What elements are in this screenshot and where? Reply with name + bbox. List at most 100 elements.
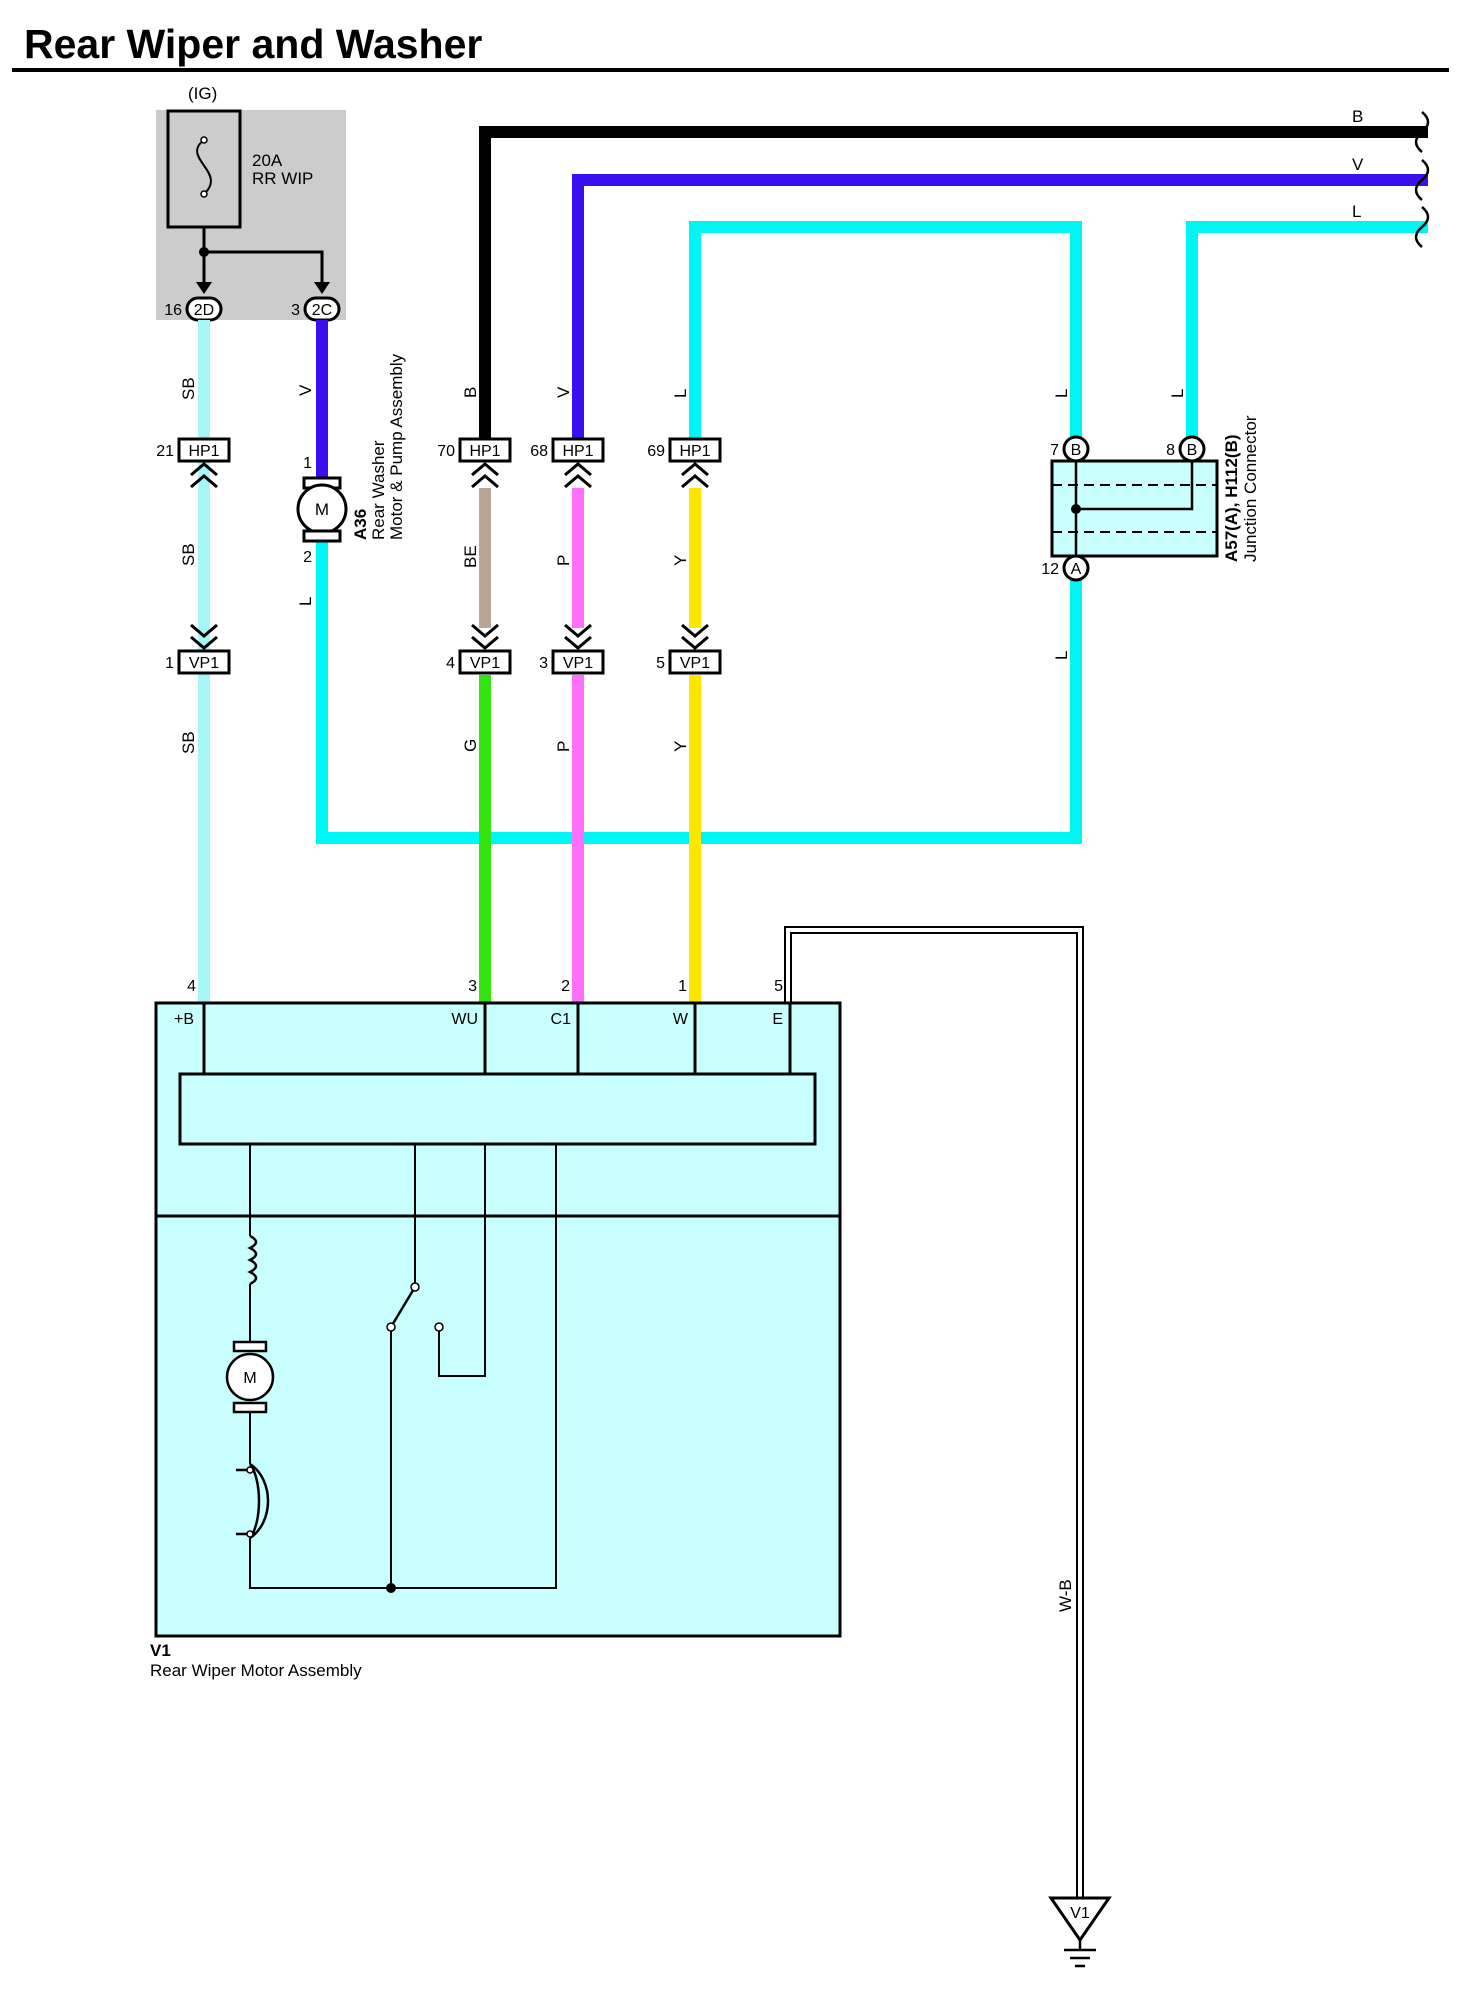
- fuse-rating: 20A: [252, 151, 283, 170]
- vp1-connector: VP1 1: [165, 623, 231, 675]
- wire-label-ground: W-B: [1056, 1579, 1075, 1612]
- switch-contact: [410, 1282, 420, 1292]
- junction-terminal-pin: 7: [1050, 442, 1059, 459]
- connector-chevron-icon: [471, 623, 499, 650]
- internal-wire: [249, 1144, 557, 1589]
- hp1-connector: HP1 69: [647, 437, 722, 489]
- terminal-dot: [246, 1530, 254, 1538]
- splice-dot: [1071, 504, 1081, 514]
- wire-break-icon: [1414, 159, 1430, 201]
- wiper-motor-symbol: M: [243, 1370, 256, 1387]
- wiper-terminal-name: +B: [174, 1011, 194, 1028]
- terminal-dot: [246, 1466, 254, 1474]
- wiper-code: V1: [150, 1641, 171, 1660]
- washer-name-line2: Motor & Pump Assembly: [387, 353, 406, 540]
- wire-label-g: G: [461, 739, 480, 752]
- hp1-connector: HP1 21: [156, 437, 231, 489]
- fuse-box-background: [156, 110, 346, 320]
- wire-label-b: B: [461, 387, 480, 398]
- ground-code: V1: [1070, 1905, 1090, 1922]
- wire-label-sb-low: SB: [179, 731, 198, 754]
- arrow-icon: [314, 282, 330, 294]
- connector-pin: 68: [530, 443, 548, 460]
- wiper-terminal-name: C1: [551, 1011, 572, 1028]
- connector-box: [668, 437, 722, 463]
- circuit-breaker-icon: [236, 1462, 270, 1540]
- junction-code-2c: 2C: [312, 302, 332, 319]
- wiper-terminal-name: WU: [451, 1011, 478, 1028]
- junction-terminal-letter: A: [1071, 561, 1082, 578]
- vp1-connector: VP1 3: [539, 623, 605, 675]
- junction-terminal-pin: 12: [1041, 561, 1059, 578]
- ground-triangle-icon: [1048, 1896, 1112, 1943]
- connector-chevron-icon: [190, 623, 218, 650]
- connector-pin: 4: [446, 655, 455, 672]
- vp1-connector: VP1 5: [656, 623, 722, 675]
- junction-terminal-letter: B: [1071, 442, 1082, 459]
- junction-pin-16: 16: [164, 302, 182, 319]
- internal-wire: [438, 1144, 486, 1377]
- connector-pin: 3: [539, 655, 548, 672]
- connector-box: [177, 437, 231, 463]
- connector-code: HP1: [469, 443, 500, 460]
- fuse-element-icon: [196, 139, 212, 195]
- wiper-control-relay: [178, 1072, 817, 1146]
- junction-code-2d: 2D: [194, 302, 214, 319]
- junction-terminal: [1178, 435, 1206, 463]
- connector-code: VP1: [563, 655, 593, 672]
- wiper-motor-icon: [225, 1352, 275, 1402]
- wire-label-v-washer: V: [296, 384, 315, 396]
- fuse-branch-wire: [204, 250, 324, 288]
- connector-box: [458, 649, 512, 675]
- ground-point: V1: [1048, 1896, 1112, 1968]
- connector-box: [177, 649, 231, 675]
- fuse-terminal-dot: [200, 136, 208, 144]
- connector-code: HP1: [188, 443, 219, 460]
- washer-motor: M 1 2 A36 Rear Washer Motor & Pump Assem…: [296, 353, 406, 566]
- connector-chevron-icon: [681, 462, 709, 489]
- junction-code: A57(A), H112(B): [1222, 434, 1241, 562]
- switch-contact: [434, 1322, 444, 1332]
- connector-box: [551, 437, 605, 463]
- wire-label-be: BE: [461, 545, 480, 568]
- wire-label-p-mid: P: [554, 555, 573, 566]
- junction-name: Junction Connector: [1241, 415, 1260, 562]
- connector-chevron-icon: [471, 462, 499, 489]
- right-edge-label-l: L: [1352, 202, 1361, 221]
- motor-cap: [232, 1340, 268, 1353]
- connector-code: HP1: [679, 443, 710, 460]
- wire-label-p-low: P: [554, 741, 573, 752]
- wire-break-icon: [1414, 206, 1430, 248]
- page-title: Rear Wiper and Washer: [24, 21, 482, 67]
- wire-v: [572, 174, 1428, 450]
- wire-l-hp1: [689, 221, 1082, 450]
- right-edge-label-v: V: [1352, 155, 1364, 174]
- connector-box: [668, 649, 722, 675]
- wire-label-l-jc-right: L: [1168, 389, 1187, 398]
- wire-break-icon: [1414, 111, 1430, 153]
- connector-pin: 21: [156, 443, 174, 460]
- wire-label-sb-mid: SB: [179, 543, 198, 566]
- wiper-pin-number: 5: [774, 978, 783, 995]
- wiper-pin-number: 2: [561, 978, 570, 995]
- right-edge-label-b: B: [1352, 107, 1363, 126]
- wire-label-l-jc-out: L: [1052, 651, 1071, 660]
- wire-l-right: [1186, 221, 1428, 438]
- wire-label-y-mid: Y: [671, 555, 690, 566]
- switch-lever-icon: [389, 1286, 417, 1328]
- hp1-connector: HP1 70: [437, 437, 512, 489]
- washer-name-line1: Rear Washer: [369, 440, 388, 540]
- fuse-name: RR WIP: [252, 169, 313, 188]
- switch-contact: [386, 1322, 396, 1332]
- motor-cap: [232, 1401, 268, 1414]
- connector-pin: 1: [165, 655, 174, 672]
- wire-label-l-top: L: [671, 389, 690, 398]
- connector-pin: 70: [437, 443, 455, 460]
- connector-chevron-icon: [564, 462, 592, 489]
- wire-ground-inner: [786, 928, 1082, 1900]
- junction-bus: [1076, 461, 1194, 511]
- connector-chevron-icon: [564, 623, 592, 650]
- wire-label-sb-top: SB: [179, 377, 198, 400]
- motor-cap: [302, 529, 342, 543]
